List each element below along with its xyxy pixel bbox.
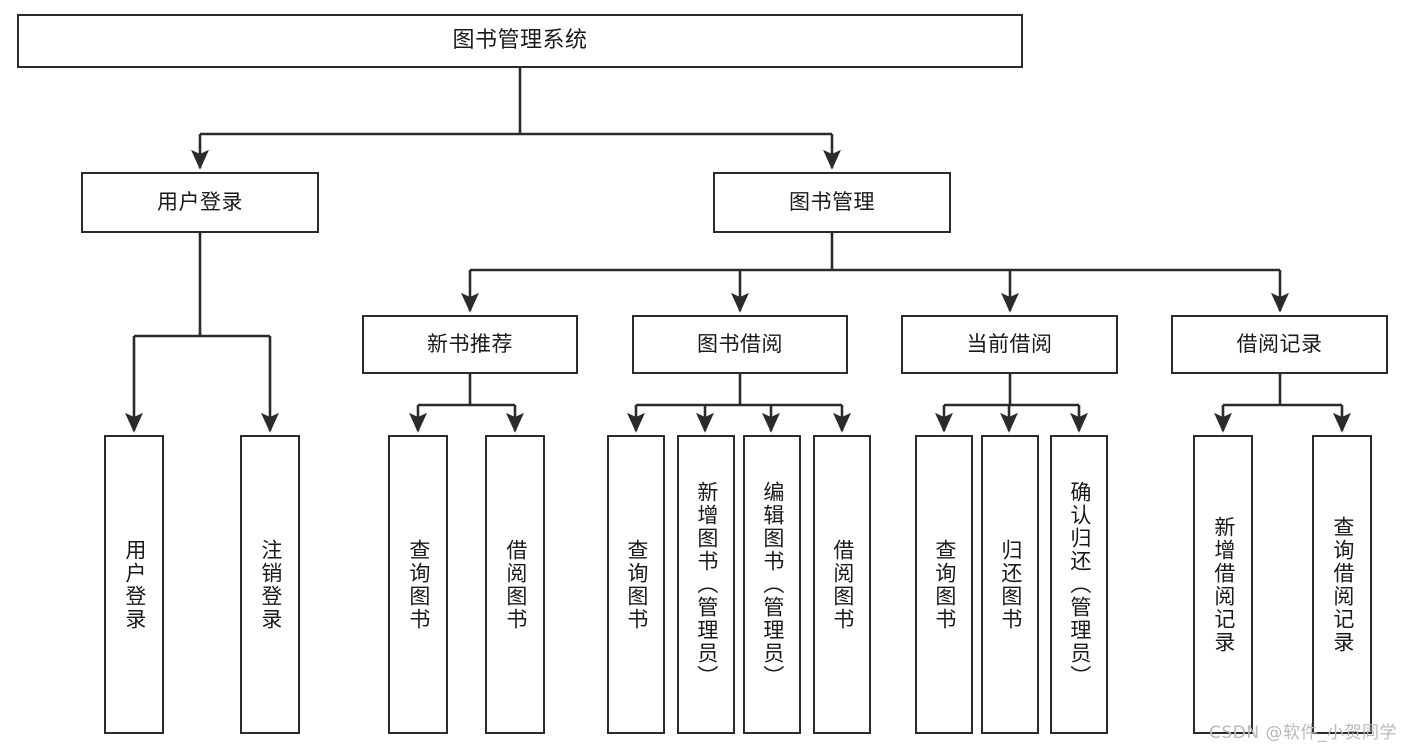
node-root-book-management-system[interactable]: 图书管理系统 [17, 14, 1023, 68]
node-new-book-recommendation[interactable]: 新书推荐 [362, 315, 578, 374]
leaf-add-book-admin[interactable]: 新增图书（管理员） [677, 435, 735, 734]
node-label: 当前借阅 [966, 331, 1053, 356]
node-book-borrowing[interactable]: 图书借阅 [632, 315, 848, 374]
node-label: 注销登录 [258, 538, 283, 631]
node-label: 确认归还（管理员） [1067, 481, 1092, 688]
leaf-edit-book-admin[interactable]: 编辑图书（管理员） [743, 435, 801, 734]
node-label: 图书管理系统 [452, 27, 588, 53]
node-label: 借阅图书 [503, 538, 528, 631]
node-user-login[interactable]: 用户登录 [81, 172, 319, 233]
node-label: 查询图书 [624, 538, 649, 631]
leaf-query-books-current[interactable]: 查询图书 [915, 435, 973, 734]
node-label: 新增借阅记录 [1211, 515, 1236, 654]
node-label: 用户登录 [157, 189, 243, 214]
leaf-add-borrow-record[interactable]: 新增借阅记录 [1193, 435, 1253, 734]
leaf-confirm-return-admin[interactable]: 确认归还（管理员） [1050, 435, 1108, 734]
node-book-management[interactable]: 图书管理 [713, 172, 951, 233]
node-label: 用户登录 [122, 538, 147, 631]
leaf-borrow-books-newbook[interactable]: 借阅图书 [485, 435, 545, 734]
leaf-query-books-newbook[interactable]: 查询图书 [388, 435, 448, 734]
node-label: 借阅图书 [830, 538, 855, 631]
leaf-borrow-books[interactable]: 借阅图书 [813, 435, 871, 734]
node-label: 借阅记录 [1236, 331, 1323, 356]
node-label: 归还图书 [998, 538, 1023, 631]
node-label: 查询借阅记录 [1330, 515, 1355, 654]
node-label: 图书借阅 [697, 331, 783, 356]
node-current-borrowing[interactable]: 当前借阅 [901, 315, 1118, 374]
node-label: 新增图书（管理员） [694, 481, 719, 688]
node-label: 编辑图书（管理员） [760, 481, 785, 688]
node-label: 查询图书 [406, 538, 431, 631]
leaf-query-books-borrow[interactable]: 查询图书 [607, 435, 665, 734]
leaf-return-books[interactable]: 归还图书 [981, 435, 1039, 734]
node-label: 图书管理 [789, 189, 875, 214]
leaf-user-login[interactable]: 用户登录 [104, 435, 164, 734]
node-borrowing-records[interactable]: 借阅记录 [1171, 315, 1388, 374]
leaf-logout[interactable]: 注销登录 [240, 435, 300, 734]
node-label: 查询图书 [932, 538, 957, 631]
leaf-query-borrow-record[interactable]: 查询借阅记录 [1312, 435, 1372, 734]
csdn-watermark: CSDN @软件_小贺同学 [1209, 723, 1397, 743]
node-label: 新书推荐 [427, 331, 513, 356]
